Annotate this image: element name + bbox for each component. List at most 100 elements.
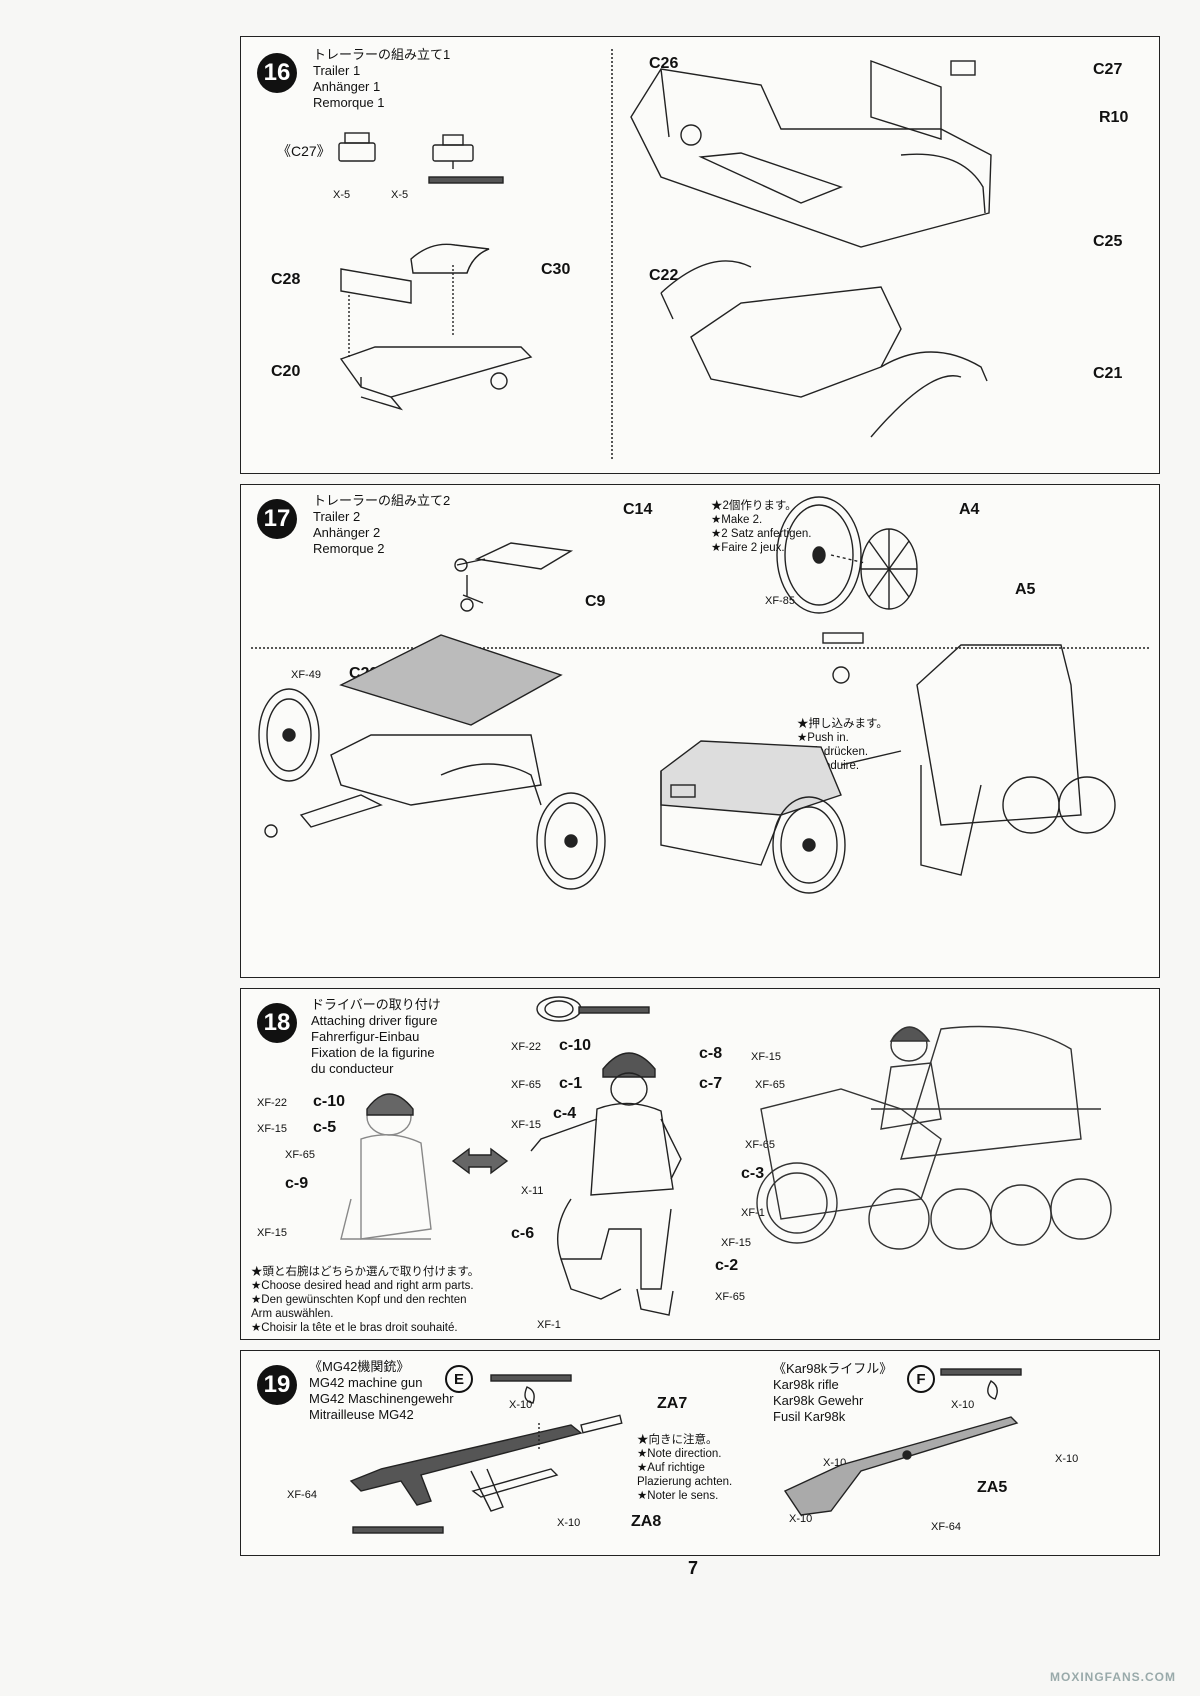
- ctr-paint-xf15c: XF-15: [721, 1237, 751, 1249]
- kar98k-title-fr: Fusil Kar98k: [773, 1409, 846, 1424]
- mg42-title-fr: Mitrailleuse MG42: [309, 1407, 414, 1422]
- note-make-2-en: ★Make 2.: [711, 514, 763, 526]
- note-choose-en: ★Choose desired head and right arm parts…: [251, 1280, 474, 1292]
- note-make-2-fr: ★Faire 2 jeux.: [711, 542, 785, 554]
- step-18-number: 18: [257, 1003, 297, 1043]
- note-choose-de-1: ★Den gewünschten Kopf und den rechten: [251, 1294, 467, 1306]
- part-label-c14: C14: [623, 501, 653, 518]
- note-make-2-de: ★2 Satz anfertigen.: [711, 528, 812, 540]
- kar-paint-x10a: X-10: [951, 1399, 975, 1411]
- part-label-c30: C30: [541, 261, 571, 278]
- note-choose-parts: ★頭と右腕はどちらか選んで取り付けます。 ★Choose desired hea…: [251, 1265, 479, 1335]
- step-16-divider: [611, 49, 613, 459]
- note-direction-fr: ★Noter le sens.: [637, 1490, 719, 1502]
- kar-paint-x10d: X-10: [789, 1513, 813, 1525]
- step-16-panel: 16 トレーラーの組み立て1 Trailer 1 Anhänger 1 Remo…: [240, 36, 1160, 474]
- note-direction-de-1: ★Auf richtige: [637, 1462, 705, 1474]
- mg42-title-en: MG42 machine gun: [309, 1375, 423, 1390]
- note-make-2-jp: ★2個作ります。: [711, 500, 797, 512]
- step-17-drawing: [258, 496, 1116, 894]
- note-direction-jp: ★向きに注意。: [637, 1434, 718, 1446]
- kar98k-title-jp: 《Kar98kライフル》: [773, 1361, 893, 1376]
- mg42-paint-x10b: X-10: [557, 1517, 581, 1529]
- part-label-c22: C22: [649, 267, 679, 284]
- kar98k-title-de: Kar98k Gewehr: [773, 1393, 864, 1408]
- left-part-c9: c-9: [285, 1175, 309, 1192]
- step-17-title-de: Anhänger 2: [313, 525, 381, 540]
- part-label-c21: C21: [1093, 365, 1123, 382]
- kar-paint-x10c: X-10: [1055, 1453, 1079, 1465]
- mg42-paint-xf64: XF-64: [287, 1489, 317, 1501]
- mg42-title-jp: 《MG42機関銃》: [309, 1359, 410, 1374]
- step-17-divider: [251, 647, 1149, 649]
- step-18-title-en: Attaching driver figure: [311, 1013, 438, 1028]
- ctr-part-c6: c-6: [511, 1225, 535, 1242]
- ctr-paint-xf65d: XF-65: [715, 1291, 745, 1303]
- ctr-part-c3: c-3: [741, 1165, 765, 1182]
- part-label-za5: ZA5: [977, 1479, 1008, 1496]
- ctr-paint-x11: X-11: [521, 1185, 544, 1197]
- part-label-za8: ZA8: [631, 1513, 662, 1530]
- step-16-title-de: Anhänger 1: [313, 79, 381, 94]
- step-18-titles: ドライバーの取り付け Attaching driver figure Fahre…: [311, 997, 441, 1077]
- ctr-paint-xf15b: XF-15: [751, 1051, 781, 1063]
- step-16-number: 16: [257, 53, 297, 93]
- mg42-titles: 《MG42機関銃》 MG42 machine gun MG42 Maschine…: [309, 1359, 454, 1423]
- part-label-c27: C27: [1093, 61, 1123, 78]
- mg42-title-de: MG42 Maschinengewehr: [309, 1391, 454, 1406]
- step-18-title-fr1: Fixation de la figurine: [311, 1045, 435, 1060]
- part-label-c20: C20: [271, 363, 301, 380]
- note-push-in-jp: ★押し込みます。: [797, 718, 888, 730]
- step-18-title-jp: ドライバーの取り付け: [311, 997, 441, 1012]
- part-label-r10: R10: [1099, 109, 1129, 126]
- step-19-drawing: [349, 1368, 1022, 1534]
- note-choose-fr: ★Choisir la tête et le bras droit souhai…: [251, 1322, 458, 1334]
- ctr-paint-xf65b: XF-65: [755, 1079, 785, 1091]
- left-paint-xf65: XF-65: [285, 1149, 315, 1161]
- ctr-paint-xf1a: XF-1: [741, 1207, 765, 1219]
- step-17-number: 17: [257, 499, 297, 539]
- ctr-part-c7: c-7: [699, 1075, 723, 1092]
- step-19-panel: 19 《MG42機関銃》 MG42 machine gun MG42 Masch…: [240, 1350, 1160, 1556]
- c27-sub-label: 《C27》: [277, 143, 331, 159]
- left-part-c10: c-10: [313, 1093, 346, 1110]
- step-19-number: 19: [257, 1365, 297, 1405]
- step-17-title-en: Trailer 2: [313, 509, 361, 524]
- ctr-part-c4: c-4: [553, 1105, 577, 1122]
- kar98k-title-en: Kar98k rifle: [773, 1377, 839, 1392]
- left-paint-xf15: XF-15: [257, 1123, 287, 1135]
- part-label-a4: A4: [959, 501, 980, 518]
- ctr-paint-xf65c: XF-65: [745, 1139, 775, 1151]
- left-paint-xf15-b: XF-15: [257, 1227, 287, 1239]
- paint-x5-a: X-5: [333, 189, 351, 201]
- left-part-c5: c-5: [313, 1119, 337, 1136]
- kar-paint-xf64: XF-64: [931, 1521, 961, 1533]
- ctr-part-c10: c-10: [559, 1037, 592, 1054]
- note-choose-de-2: Arm auswählen.: [251, 1308, 334, 1320]
- ctr-paint-xf1b: XF-1: [537, 1319, 561, 1331]
- mg42-paint-x10a: X-10: [509, 1399, 533, 1411]
- note-make-2: ★2個作ります。 ★Make 2. ★2 Satz anfertigen. ★F…: [711, 499, 811, 555]
- step-16-drawing: [338, 59, 992, 438]
- left-paint-xf22: XF-22: [257, 1097, 287, 1109]
- ctr-part-c1: c-1: [559, 1075, 583, 1092]
- mg42-sprue-letter: E: [445, 1365, 473, 1393]
- step-17-panel: 17 トレーラーの組み立て2 Trailer 2 Anhänger 2 Remo…: [240, 484, 1160, 978]
- part-label-c25: C25: [1093, 233, 1123, 250]
- ctr-part-c8: c-8: [699, 1045, 723, 1062]
- part-label-c9: C9: [585, 593, 606, 610]
- step-16-titles: トレーラーの組み立て1 Trailer 1 Anhänger 1 Remorqu…: [313, 47, 450, 111]
- ctr-part-c2: c-2: [715, 1257, 739, 1274]
- note-direction: ★向きに注意。 ★Note direction. ★Auf richtige P…: [637, 1433, 732, 1503]
- step-16-title-fr: Remorque 1: [313, 95, 385, 110]
- step-17-titles: トレーラーの組み立て2 Trailer 2 Anhänger 2 Remorqu…: [313, 493, 450, 557]
- step-18-title-fr2: du conducteur: [311, 1061, 394, 1076]
- paint-xf85: XF-85: [765, 595, 795, 607]
- step-16-title-jp: トレーラーの組み立て1: [313, 47, 451, 62]
- note-direction-de-2: Plazierung achten.: [637, 1476, 733, 1488]
- kar98k-titles: 《Kar98kライフル》 Kar98k rifle Kar98k Gewehr …: [773, 1361, 892, 1425]
- part-label-a5: A5: [1015, 581, 1036, 598]
- ctr-paint-xf22: XF-22: [511, 1041, 541, 1053]
- watermark-text: MOXINGFANS.COM: [1050, 1670, 1177, 1684]
- kar98k-sprue-letter: F: [907, 1365, 935, 1393]
